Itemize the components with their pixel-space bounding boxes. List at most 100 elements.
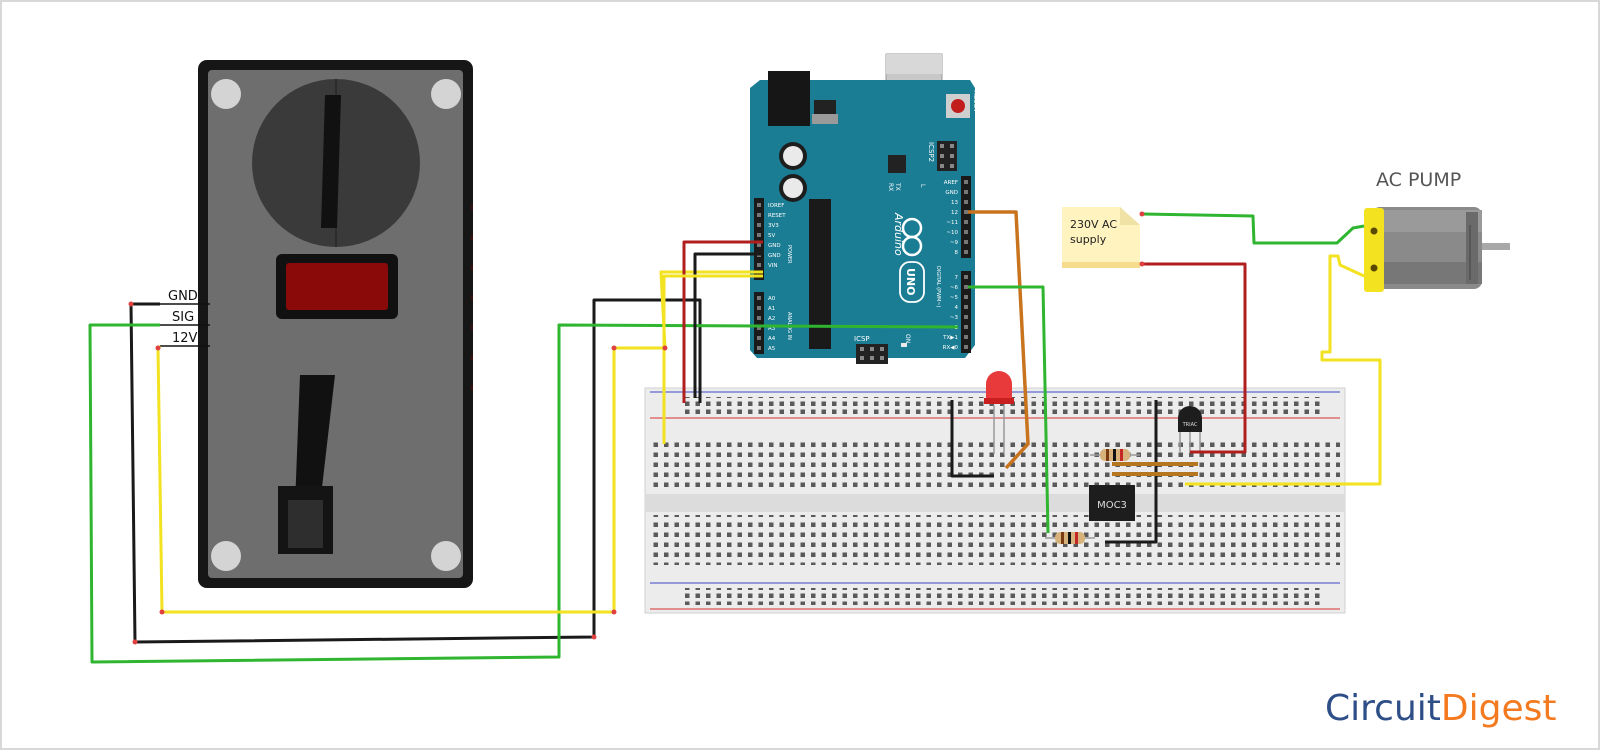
lower-terminal-holes [650,515,1340,565]
ac-supply-note: 230V AC supply [1062,207,1140,268]
coin-slot-icon [321,95,341,228]
pin-a4-label: A4 [768,336,776,342]
power-jack [768,71,810,126]
optocoupler-label: MOC3 [1097,500,1127,511]
pin-3-label: ~3 [950,315,959,321]
screw-bottom-left-icon [211,541,241,571]
reset-label: RESET [972,90,980,113]
pin-a5-label: A5 [768,346,776,352]
pin-3v3-label: 3V3 [768,223,779,229]
screw-top-left-icon [211,79,241,109]
screw-bottom-right-icon [431,541,461,571]
wires [88,210,1382,664]
pin-1-label: TX▶1 [942,335,958,341]
coin-pin-12v-label: 12V [172,331,198,346]
pin-vin-label: VIN [768,263,778,269]
power-header-label: POWER [786,245,792,264]
pin-13-label: 13 [951,200,958,206]
ac-pump-label: AC PUMP [1376,169,1461,191]
wire-gnd-arduino-black [693,252,763,398]
logo-part-circuit: Circuit [1325,688,1441,729]
pin-12-label: 12 [951,210,958,216]
resistor-2 [1045,532,1095,544]
pin-gnd1-label: GND [768,243,781,249]
logo-part-digest: Digest [1441,688,1557,729]
center-channel [645,494,1345,512]
coin-acceptor: GND SIG 12V [160,60,473,588]
analog-header [754,292,764,354]
pin-4-label: 4 [955,305,959,311]
reset-button-cap [951,99,965,113]
wire-ac-red [1142,262,1247,454]
triac: TRIAC [1178,406,1202,452]
wire-ac-green [1141,212,1365,245]
power-header [754,198,764,280]
pin-reset-label: RESET [768,213,786,219]
usb-chip [888,155,906,173]
tx-label: TX [894,182,901,191]
circuitdigest-logo: CircuitDigest [1325,688,1556,729]
breadboard [644,387,1346,614]
on-label: ON [904,334,911,343]
resistor-1 [1090,449,1140,461]
screw-top-right-icon [431,79,461,109]
pin-gnd2-label: GND [768,253,781,259]
pin-8-label: 8 [955,250,959,256]
arduino-brand-label: Arduino [892,212,905,256]
pump-terminal-cap [1364,208,1384,292]
pin-10-label: ~10 [946,230,958,236]
ac-supply-line1: 230V AC [1070,218,1117,231]
coin-return-button [286,263,388,310]
digital-header-bottom [961,271,971,353]
pin-a0-label: A0 [768,296,776,302]
wire-pin12-orange [968,210,1030,470]
led-red [984,371,1014,454]
digital-header-top [961,176,971,258]
coin-lever-inner [288,500,323,548]
icsp-label: ICSP [854,335,870,343]
pump-shaft [1482,243,1510,250]
l-label: L [919,184,926,188]
wire-5v-red [682,240,763,403]
pin-6-label: ~6 [950,285,959,291]
coin-lever-slot [295,375,335,505]
arduino-board [750,80,975,358]
pin-11-label: ~11 [946,220,958,226]
atmega-chip [809,199,831,349]
pin-a2-label: A2 [768,316,775,322]
wire-pin7-green [968,285,1050,534]
wire-12v-yellow [156,270,763,614]
led-dome-icon [986,371,1012,400]
coin-pin-sig-label: SIG [172,310,194,325]
uno-badge [899,261,925,303]
bottom-rail-holes [680,588,1320,605]
pin-a1-label: A1 [768,306,775,312]
pin-7-label: 7 [955,275,959,281]
pin-0-label: RX◀0 [943,345,959,351]
wire-joints [128,211,1145,645]
pin-5-label: ~5 [950,295,959,301]
optocoupler-body [1089,485,1135,521]
rx-label: RX [887,183,894,191]
arduino-uno: RESET ICSP2 TX RX L Arduino UNO [750,53,980,364]
ac-supply-line2: supply [1070,233,1107,246]
icsp2-label: ICSP2 [927,142,935,162]
optocoupler-ic: MOC3 [1089,485,1135,521]
arduino-logo-icon [901,217,923,257]
wire-sig-green [88,323,959,664]
logo-text: CircuitDigest [1325,688,1556,729]
coin-pin-gnd-label: GND [168,289,198,304]
uno-label: UNO [904,268,917,296]
pin-5v-label: 5V [768,233,775,239]
icsp2-header [937,141,957,171]
triac-label: TRIAC [1182,422,1198,428]
ac-pump: AC PUMP [1364,169,1510,292]
pin-ioref-label: IOREF [768,203,784,209]
wire-pump-yellow [1185,254,1382,486]
triac-body [1178,406,1202,432]
digital-header-label: DIGITAL (PWM~) [935,266,941,308]
pin-9-label: ~9 [950,240,959,246]
